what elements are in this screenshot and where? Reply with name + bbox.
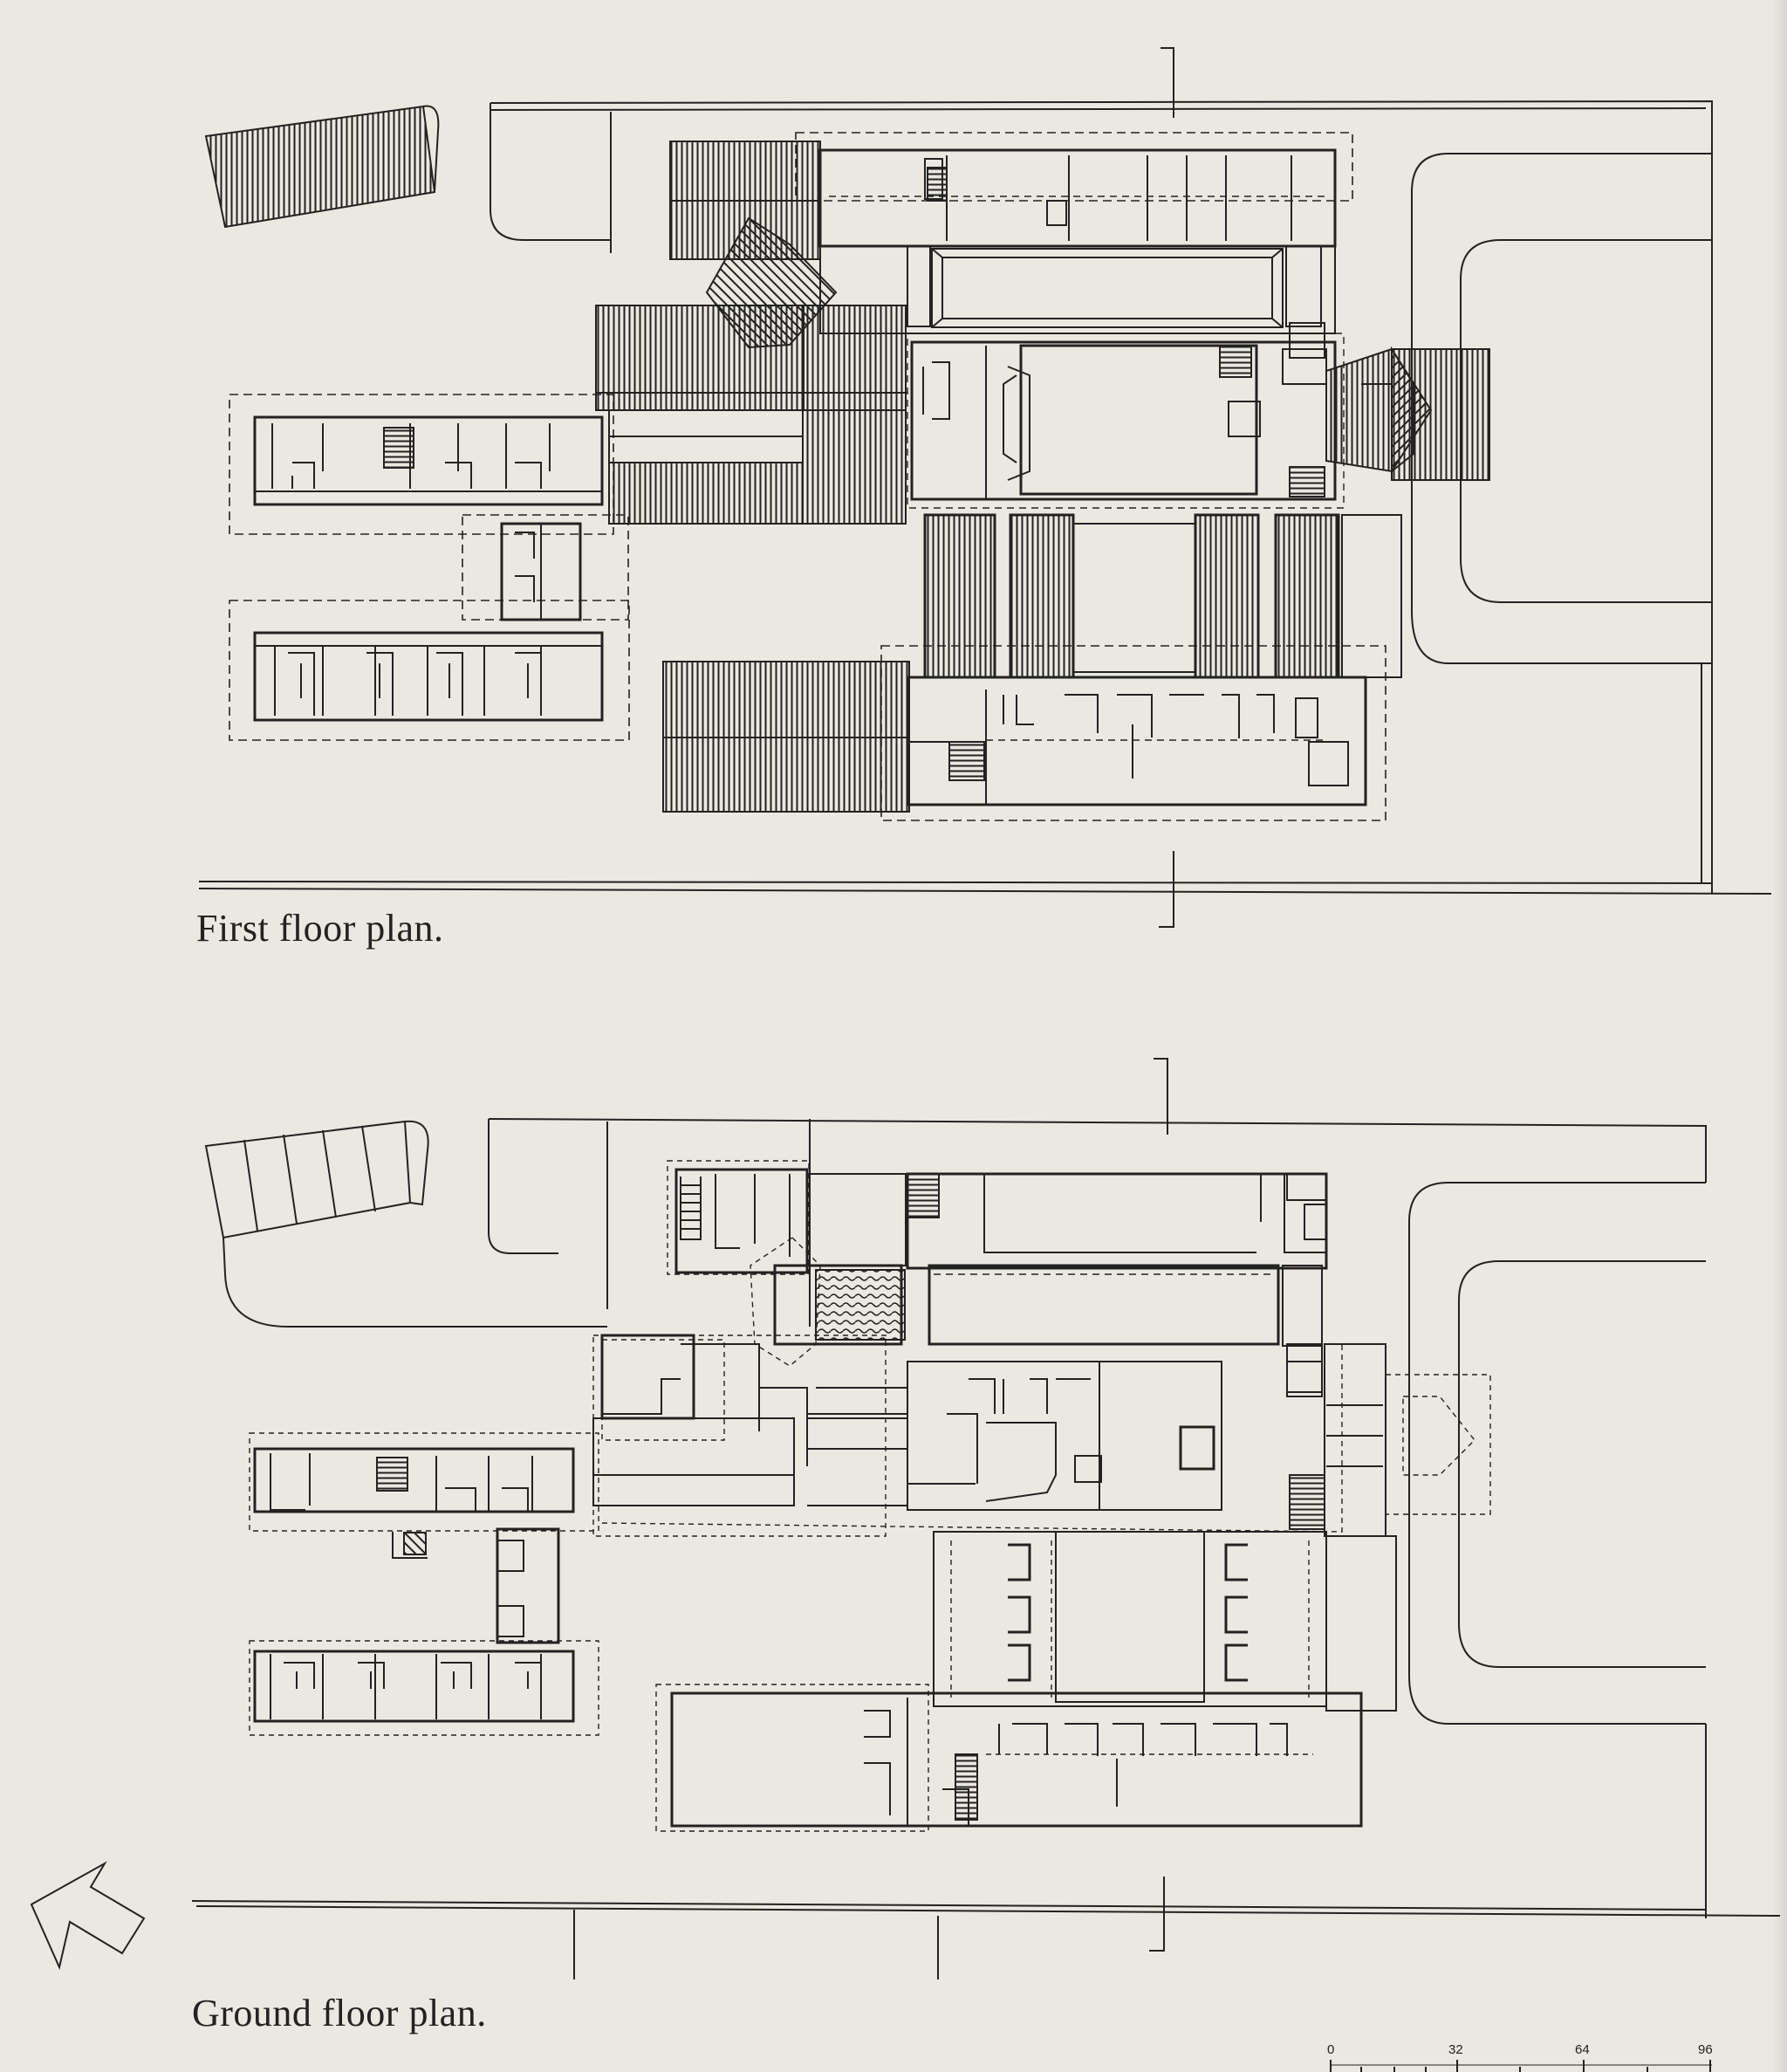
ground-floor-caption: Ground floor plan.	[192, 1992, 487, 2034]
scale-label-64: 64	[1575, 2042, 1590, 2057]
first-floor-caption: First floor plan.	[196, 907, 444, 950]
north-arrow-icon	[30, 1861, 146, 1971]
scale-label-32: 32	[1448, 2042, 1463, 2057]
carport-ground	[204, 1120, 607, 1328]
page-edge	[1771, 0, 1787, 2072]
first-floor-plan	[198, 47, 1772, 928]
ground-floor-plan	[191, 1058, 1781, 1979]
carport-first	[204, 105, 440, 229]
scale-label-96: 96	[1698, 2042, 1713, 2057]
scale-label-0: 0	[1327, 2042, 1335, 2057]
scale-bar	[1330, 2060, 1712, 2072]
